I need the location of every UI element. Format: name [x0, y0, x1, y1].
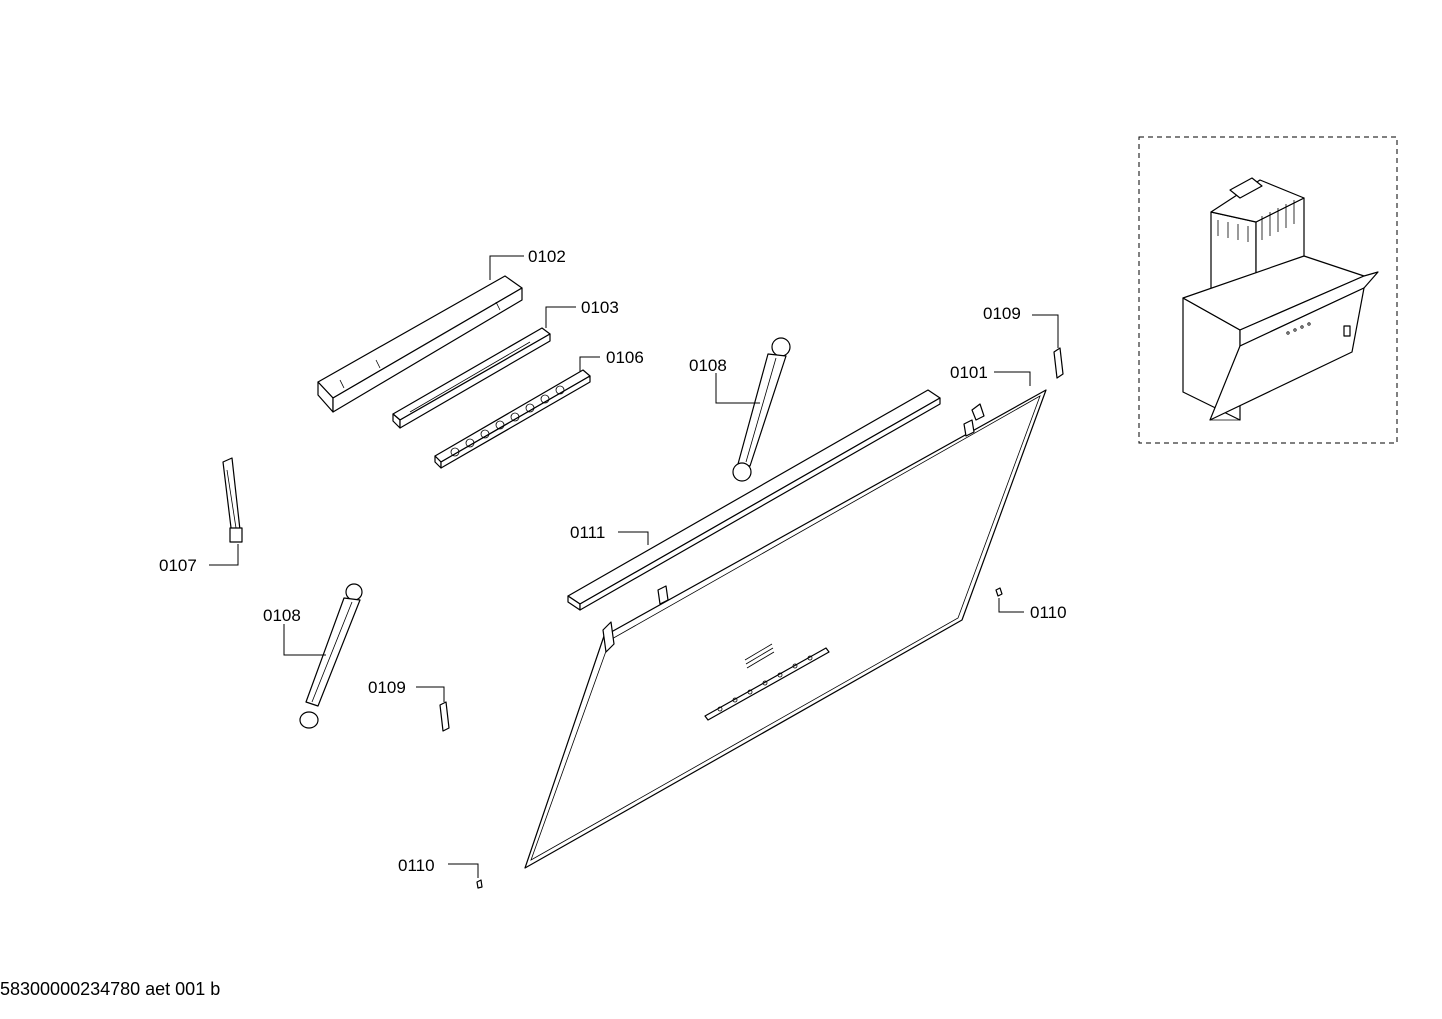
part-0106-led-strip: 0106 [434, 348, 644, 469]
label-0110-bottom: 0110 [398, 856, 435, 875]
range-hood-overview-icon [1182, 177, 1379, 421]
label-0106: 0106 [606, 348, 644, 367]
label-0101: 0101 [950, 363, 988, 382]
part-0107-latch: 0107 [159, 457, 243, 575]
label-0110-right: 0110 [1030, 603, 1067, 622]
part-0110-screw-right: 0110 [995, 587, 1067, 622]
label-0108-bottom: 0108 [263, 606, 301, 625]
label-0102: 0102 [528, 247, 566, 266]
label-0108-top: 0108 [689, 356, 727, 375]
document-id: 58300000234780 aet 001 b [0, 979, 221, 999]
part-0110-screw-bottom: 0110 [398, 856, 483, 889]
overview-inset [1138, 136, 1398, 444]
part-0109-clip-top: 0109 [983, 304, 1064, 379]
part-0103-rail: 0103 [392, 298, 619, 429]
label-0109-bottom: 0109 [368, 678, 406, 697]
label-0109-top: 0109 [983, 304, 1021, 323]
label-0111: 0111 [570, 523, 605, 542]
part-0111-hinge-rail: 0111 [567, 389, 941, 611]
part-0108-gas-strut-bottom: 0108 [263, 583, 363, 729]
part-0108-gas-strut-top: 0108 [689, 337, 791, 482]
part-0101-glass-panel: 0101 [524, 363, 1047, 869]
label-0103: 0103 [581, 298, 619, 317]
part-0109-clip-bottom: 0109 [368, 678, 450, 732]
part-0102-bracket: 0102 [317, 247, 566, 413]
label-0107: 0107 [159, 556, 197, 575]
